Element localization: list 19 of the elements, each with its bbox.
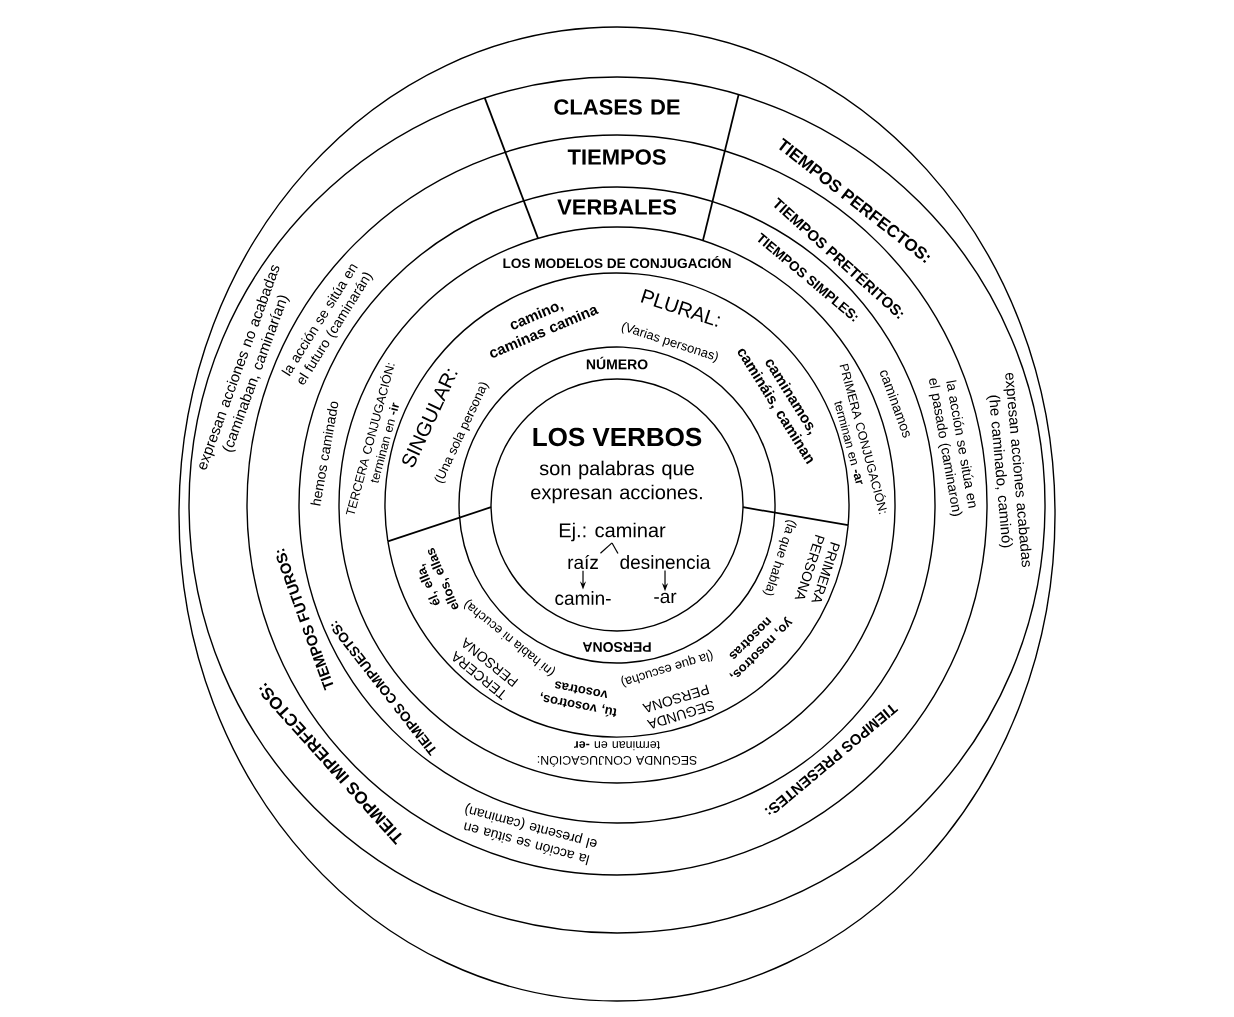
ring-heading: NÚMERO	[586, 356, 648, 370]
tense-description: expresan acciones acabadas (he caminado, caminó)	[986, 372, 1032, 568]
word-part: raíz	[568, 554, 598, 570]
example-word: hemos caminado	[310, 401, 339, 506]
word-part: -ar	[654, 592, 677, 604]
split-line	[611, 542, 619, 555]
pronoun-list: él, ella, ellos, ellas	[419, 548, 459, 610]
conjugation-label: SEGUNDA CONJUGACIÓN: terminan en -er	[537, 741, 697, 767]
definition: son palabras que expresan acciones.	[531, 460, 702, 504]
split-line	[599, 542, 613, 554]
heading: LOS VERBOS	[533, 427, 702, 447]
pronoun-list: tú, vosotros, vosotras	[540, 681, 617, 717]
example-word: Ej.: caminar	[559, 522, 666, 542]
note: (la que habla)	[762, 520, 797, 596]
ring-heading: PERSONA	[582, 642, 651, 652]
word-part: desinencia	[620, 555, 711, 569]
word-part: camin-	[555, 591, 611, 605]
ring-heading: LOS MODELOS DE CONJUGACIÓN	[503, 255, 731, 269]
title-text: CLASES DE TIEMPOS VERBALES	[554, 99, 680, 215]
